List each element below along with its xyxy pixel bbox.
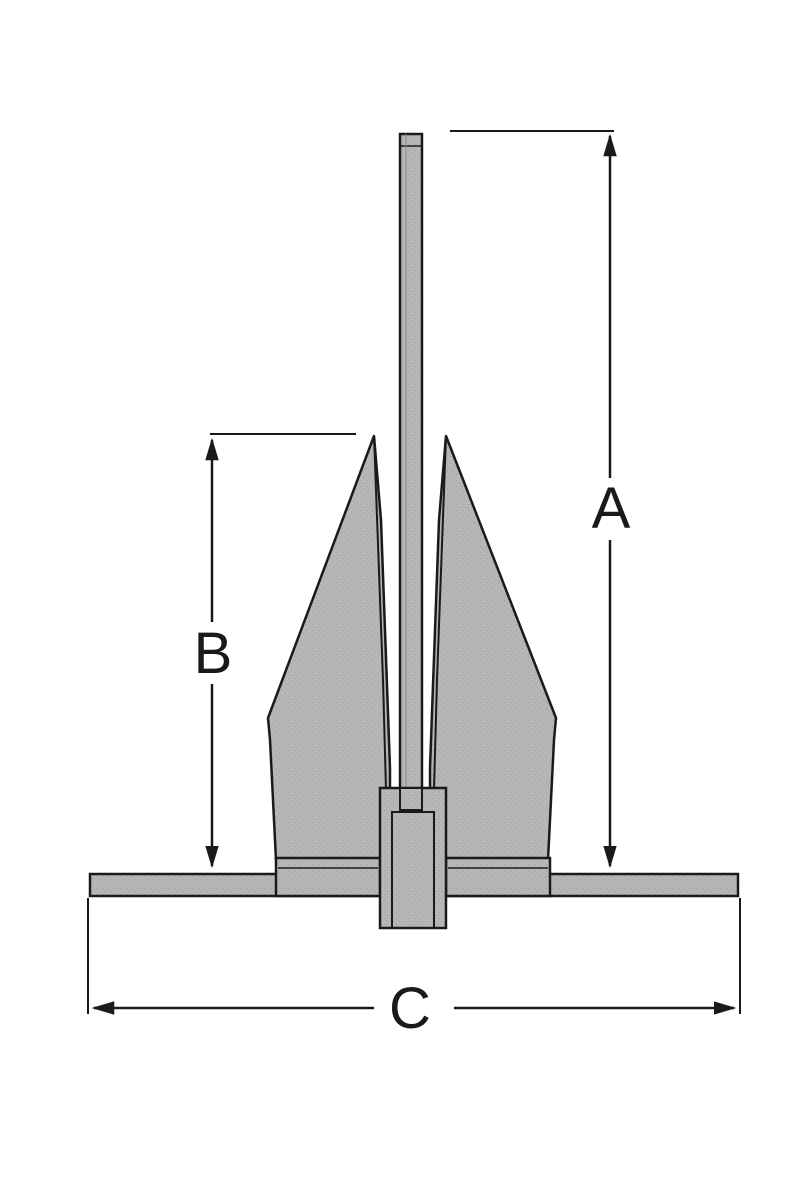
right-fluke-inner-edge [433,435,447,791]
right-fluke [428,434,558,862]
left-fluke-inner-edge [373,435,387,791]
dimension-c-label: C [389,976,431,1041]
left-fluke [266,434,392,862]
dimension-b-label: B [194,621,233,686]
shank [398,132,424,816]
crown-plate-right [444,856,552,898]
dimension-a-label: A [592,476,631,541]
crown-plate-left [274,856,382,898]
